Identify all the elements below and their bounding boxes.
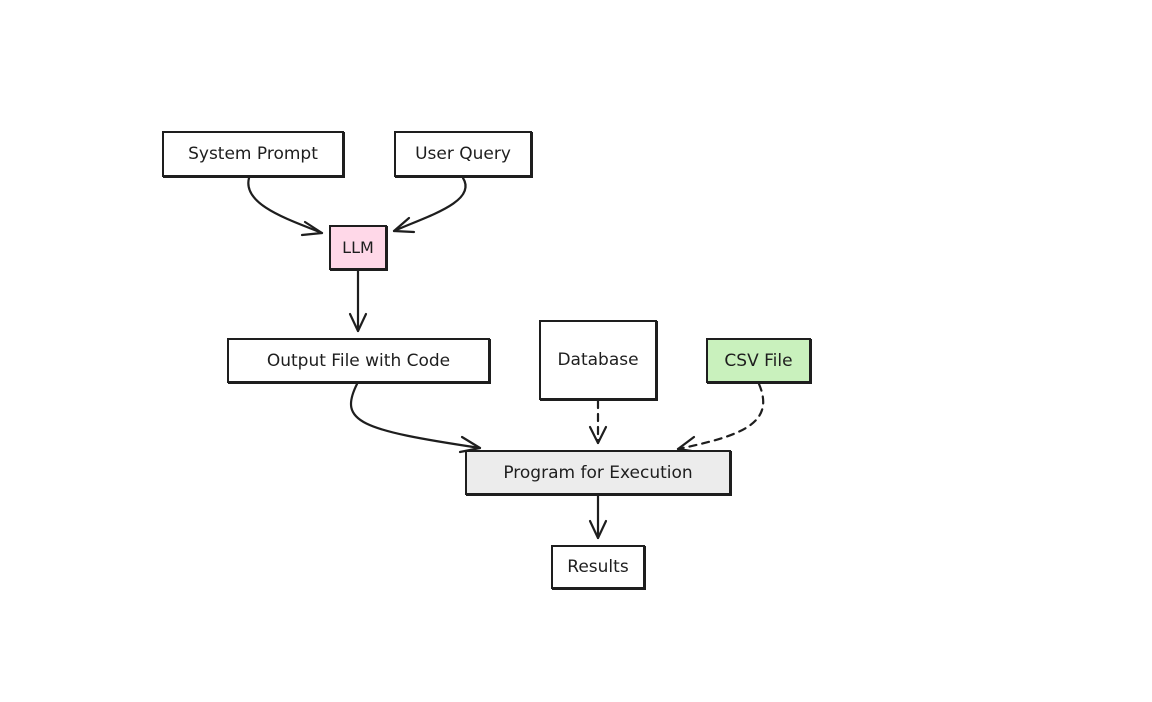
program-for-execution-node[interactable]: Program for Execution	[465, 450, 731, 495]
edge-csv-file-to-program	[676, 382, 765, 451]
llm-node[interactable]: LLM	[329, 225, 387, 270]
results-label: Results	[567, 557, 629, 577]
edge-system-prompt-to-llm	[247, 176, 324, 235]
system-prompt-node[interactable]: System Prompt	[162, 131, 344, 177]
program-for-execution-label: Program for Execution	[503, 462, 693, 483]
user-query-label: User Query	[415, 144, 511, 164]
edge-output-file-to-program	[349, 382, 482, 450]
llm-label: LLM	[342, 238, 374, 257]
output-file-label: Output File with Code	[266, 350, 451, 371]
results-node[interactable]: Results	[551, 545, 645, 589]
output-file-node[interactable]: Output File with Code	[227, 338, 490, 383]
arrowhead-database-to-program	[588, 425, 608, 445]
user-query-node[interactable]: User Query	[394, 131, 532, 177]
csv-file-label: CSV File	[724, 350, 793, 371]
database-label: Database	[557, 350, 639, 370]
edge-user-query-to-llm	[392, 176, 467, 233]
arrowhead-program-to-results	[588, 519, 608, 540]
arrowhead-user-query-to-llm	[392, 216, 416, 234]
arrowhead-llm-to-output-file	[348, 312, 368, 333]
system-prompt-label: System Prompt	[188, 144, 318, 164]
database-node[interactable]: Database	[539, 320, 657, 400]
csv-file-node[interactable]: CSV File	[706, 338, 811, 383]
arrowhead-system-prompt-to-llm	[300, 220, 324, 237]
